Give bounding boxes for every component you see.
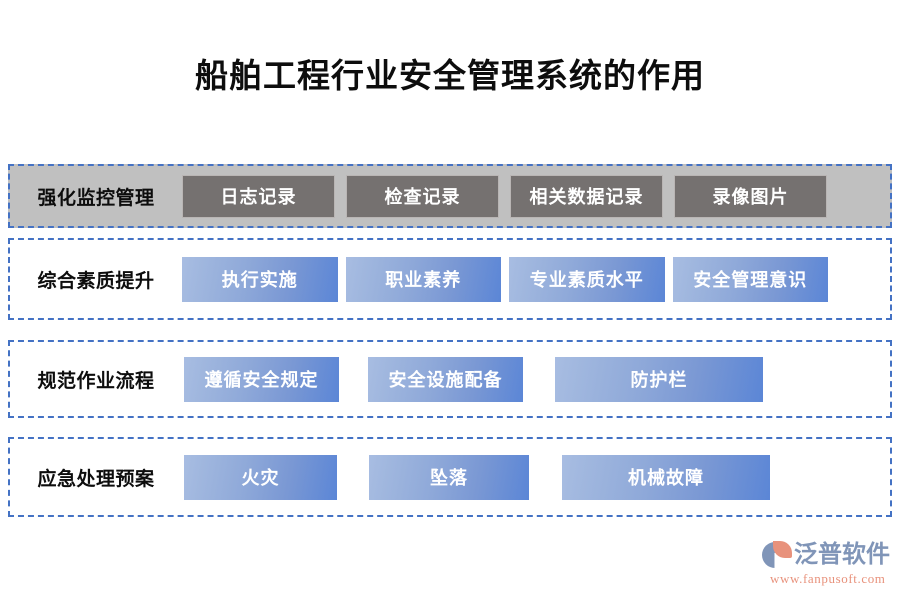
row-3-item-2[interactable]: 安全设施配备 (368, 356, 523, 402)
row-4-items: 火灾 坠落 机械故障 (182, 439, 890, 515)
row-label-3: 规范作业流程 (37, 370, 155, 392)
row-panel-4: 应急处理预案 火灾 坠落 机械故障 (8, 437, 892, 517)
fanpu-logo-icon (762, 541, 792, 569)
row-4-item-2[interactable]: 坠落 (369, 454, 529, 500)
row-3-item-1[interactable]: 遵循安全规定 (184, 356, 339, 402)
row-label-1: 强化监控管理 (37, 187, 155, 209)
row-2-item-1[interactable]: 执行实施 (182, 256, 338, 302)
row-2-items: 执行实施 职业素养 专业素质水平 安全管理意识 (182, 240, 890, 318)
row-4-item-3[interactable]: 机械故障 (562, 454, 770, 500)
row-1-item-1[interactable]: 日志记录 (182, 174, 335, 218)
row-2-item-2[interactable]: 职业素养 (345, 256, 501, 302)
row-3-items: 遵循安全规定 安全设施配备 防护栏 (182, 342, 890, 416)
row-3-item-3[interactable]: 防护栏 (555, 356, 763, 402)
row-panel-3: 规范作业流程 遵循安全规定 安全设施配备 防护栏 (8, 340, 892, 418)
row-label-2: 综合素质提升 (37, 270, 155, 292)
logo-swoosh-shape (773, 541, 792, 558)
rows-container: 强化监控管理 日志记录 检查记录 相关数据记录 录像图片 综合素质提升 执行实施… (8, 164, 892, 517)
logo-top-row: 泛普软件 (762, 540, 892, 570)
row-1-item-2[interactable]: 检查记录 (346, 174, 499, 218)
brand-logo: 泛普软件 www.fanpusoft.com (762, 540, 892, 588)
row-2-item-3[interactable]: 专业素质水平 (509, 256, 665, 302)
row-panel-2: 综合素质提升 执行实施 职业素养 专业素质水平 安全管理意识 (8, 238, 892, 320)
page-title-container: 船舶工程行业安全管理系统的作用 (0, 58, 900, 98)
logo-company-name: 泛普软件 (794, 542, 890, 568)
row-label-4: 应急处理预案 (37, 468, 155, 490)
row-1-items: 日志记录 检查记录 相关数据记录 录像图片 (182, 166, 890, 226)
row-4-item-1[interactable]: 火灾 (184, 454, 337, 500)
row-panel-1: 强化监控管理 日志记录 检查记录 相关数据记录 录像图片 (8, 164, 892, 228)
row-2-item-4[interactable]: 安全管理意识 (672, 256, 828, 302)
page-title: 船舶工程行业安全管理系统的作用 (195, 59, 705, 95)
row-1-item-4[interactable]: 录像图片 (674, 174, 827, 218)
row-1-item-3[interactable]: 相关数据记录 (510, 174, 663, 218)
logo-website-url: www.fanpusoft.com (770, 571, 886, 586)
